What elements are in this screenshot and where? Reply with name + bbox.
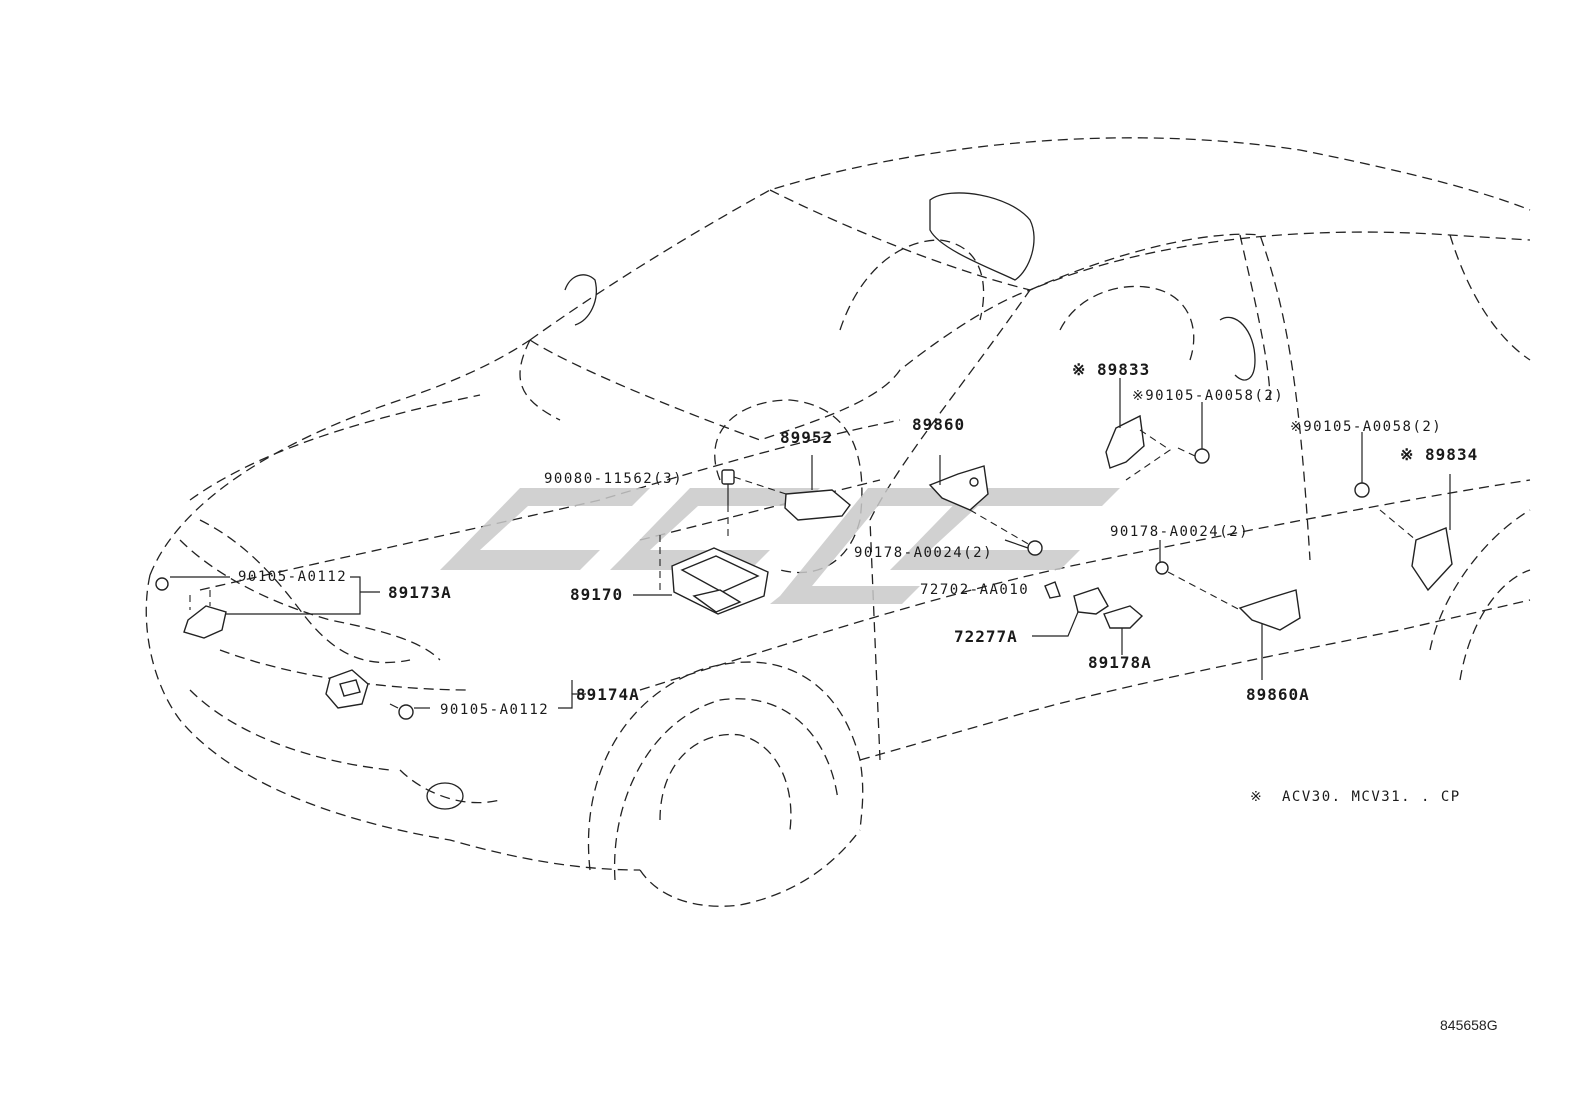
label-90178-a0024-left: 90178-A0024(2) [854, 545, 993, 561]
label-90105-a0112-bottom: 90105-A0112 [440, 702, 549, 718]
part-89174a-sensor [325, 669, 586, 720]
part-89860-sensor [928, 455, 1031, 546]
label-90080-11562: 90080-11562(3) [544, 471, 683, 487]
label-90178-a0024-right: 90178-A0024(2) [1110, 524, 1249, 540]
part-72702-aa010-screw [1044, 581, 1061, 599]
label-89860a: 89860A [1246, 685, 1310, 704]
car-outline [145, 137, 1531, 907]
label-89952: 89952 [780, 428, 833, 447]
footnote-mark: ※ [1250, 789, 1263, 805]
label-89174a: 89174A [576, 685, 640, 704]
label-89860: 89860 [912, 415, 965, 434]
label-89170: 89170 [570, 585, 623, 604]
part-90105-a0058-bolt-1 [1177, 402, 1210, 464]
diagram-code: 845658G [1440, 1017, 1498, 1033]
part-90080-11562-bolt [721, 469, 787, 540]
part-89952-module [784, 455, 851, 521]
label-90105-a0112-top: 90105-A0112 [238, 569, 347, 585]
label-72702-aa010: 72702-AA010 [920, 582, 1029, 598]
label-90105-a0058-2: ※90105-A0058(2) [1290, 419, 1442, 435]
label-89834: ※ 89834 [1400, 445, 1478, 464]
label-89833: ※ 89833 [1072, 360, 1150, 379]
part-90178-a0024-bolt-right [1155, 540, 1241, 611]
part-89173a-sensor [155, 576, 380, 639]
label-89178a: 89178A [1088, 653, 1152, 672]
footnote-text: ACV30. MCV31. . CP [1282, 789, 1461, 805]
label-72277a: 72277A [954, 627, 1018, 646]
part-89170-ecu [633, 535, 769, 615]
part-89860a-sensor [1238, 589, 1301, 680]
part-89834-bracket [1379, 474, 1453, 592]
part-90105-a0058-bolt-2 [1354, 432, 1370, 498]
part-90178-a0024-bolt-left [1004, 539, 1043, 556]
part-89833-bracket [1105, 378, 1171, 481]
label-89173a: 89173A [388, 583, 452, 602]
part-72277a-bracket [1032, 587, 1109, 637]
part-89178a-sensor [1103, 605, 1144, 655]
label-90105-a0058-1: ※90105-A0058(2) [1132, 388, 1284, 404]
